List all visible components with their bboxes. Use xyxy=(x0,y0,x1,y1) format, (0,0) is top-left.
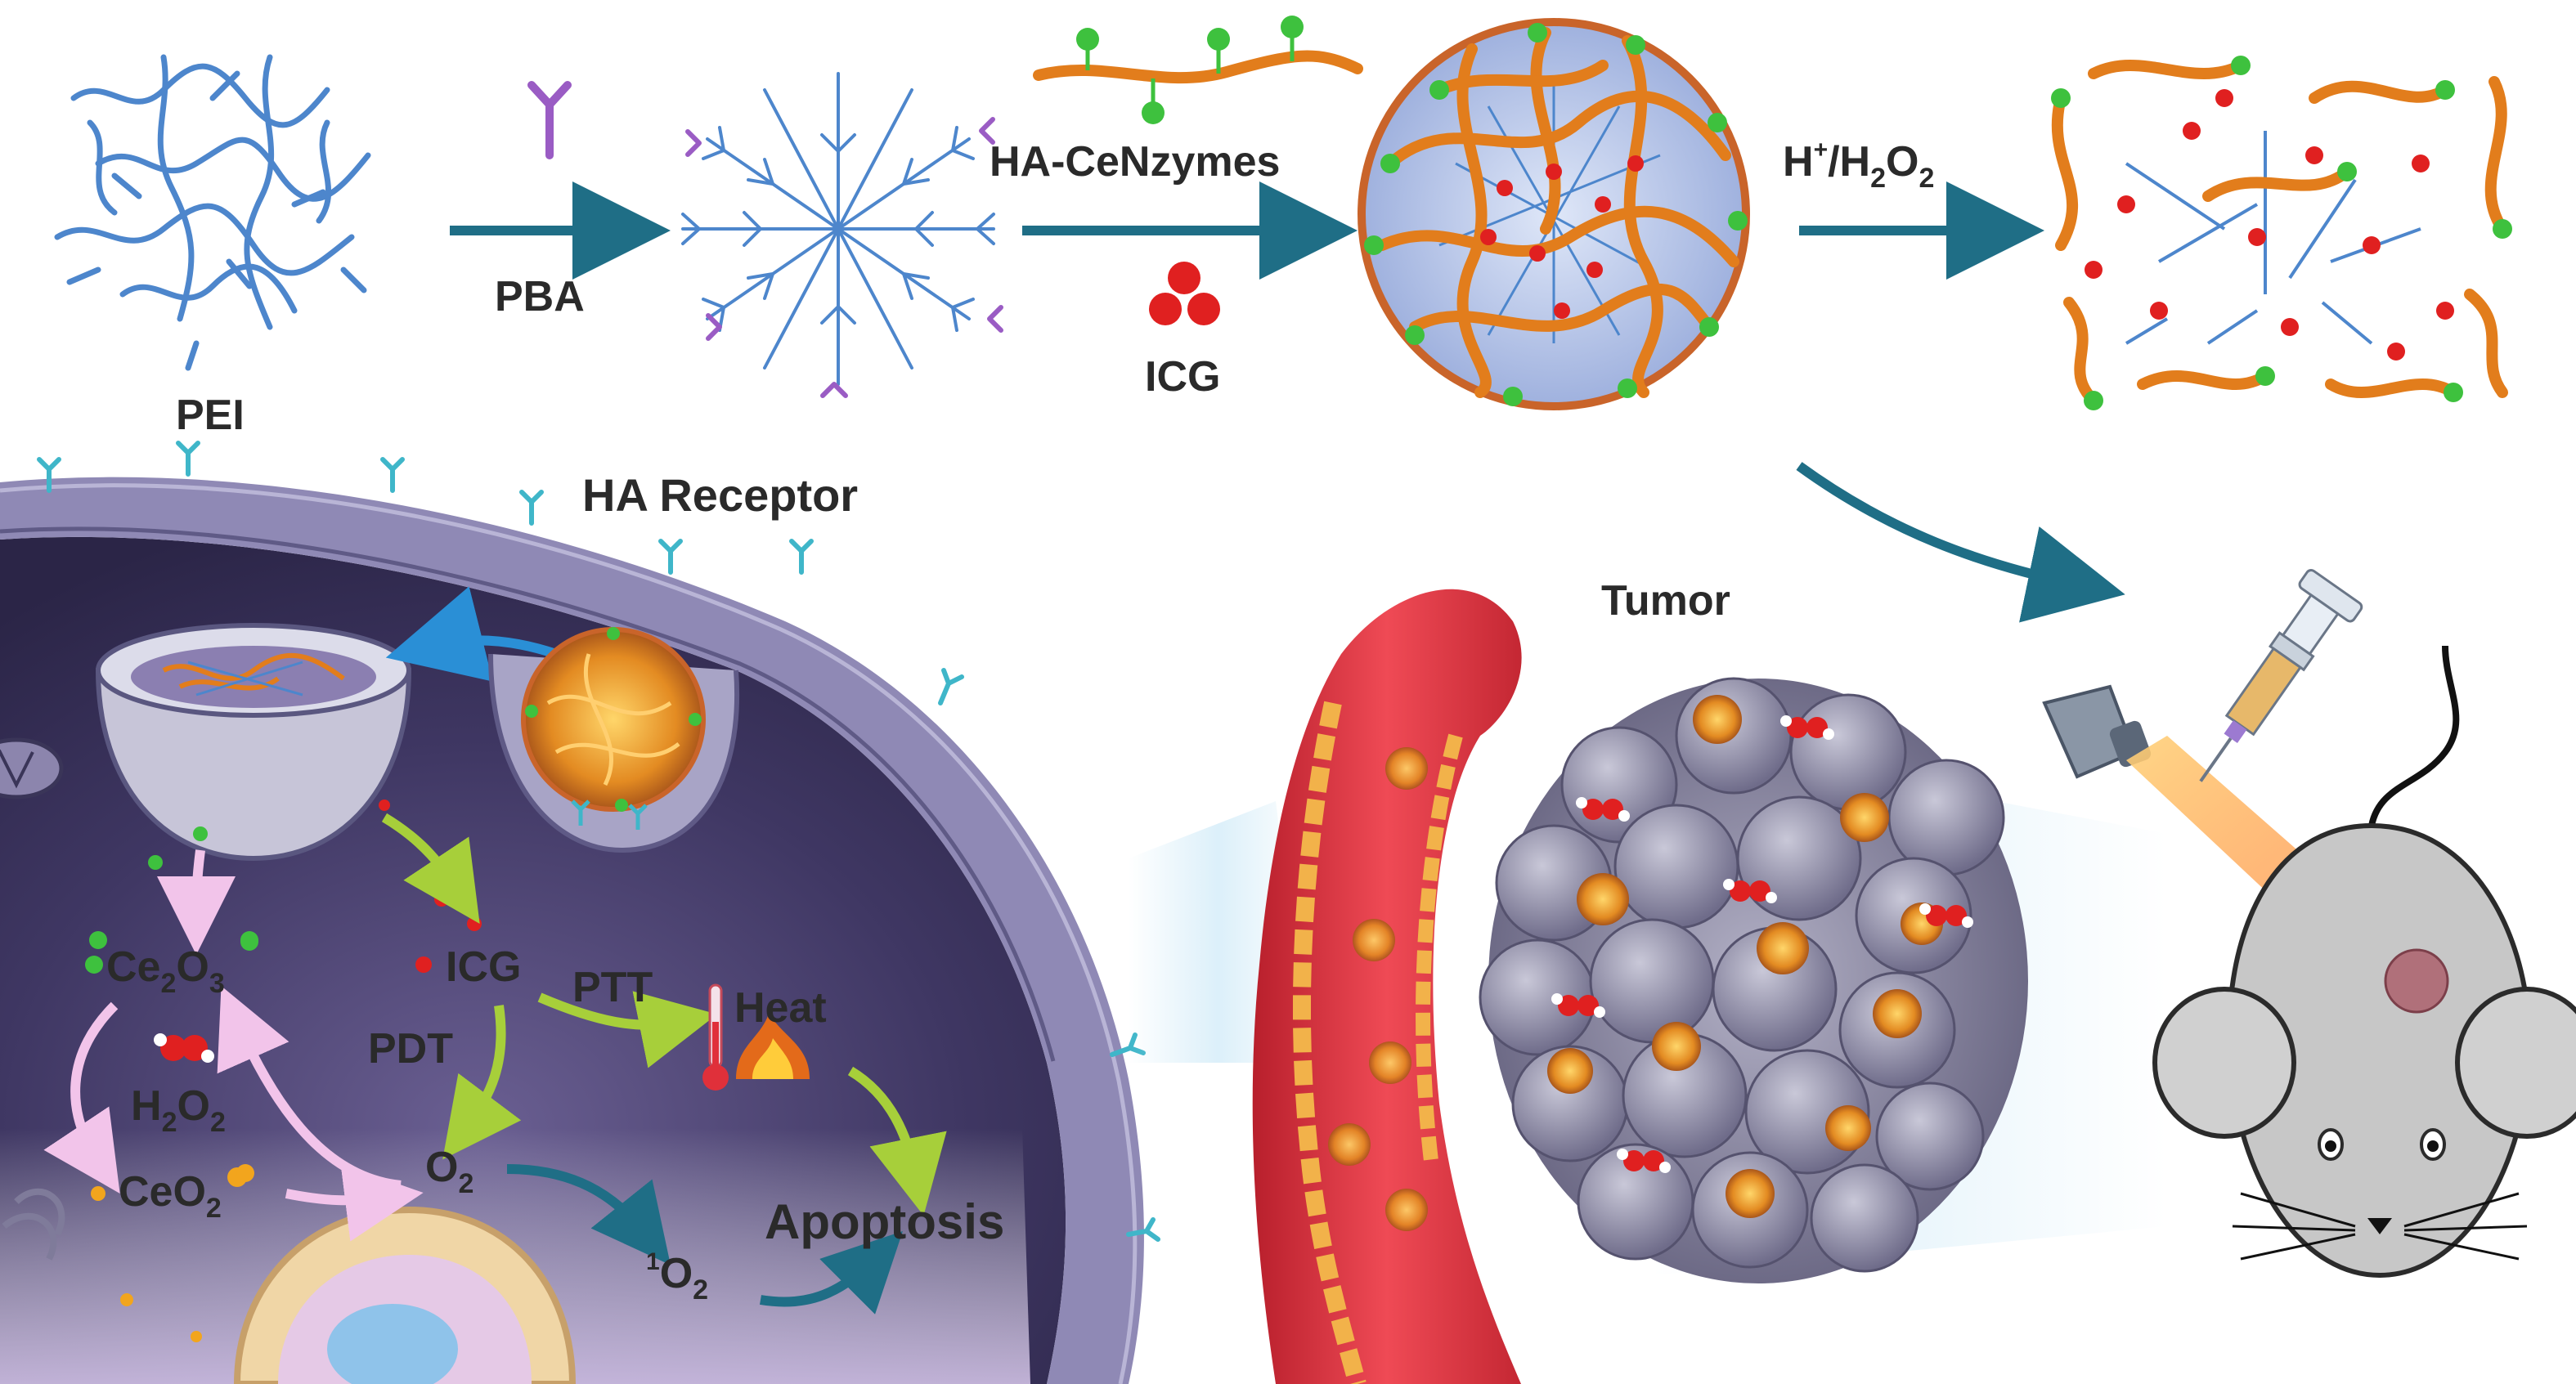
arrow-singlet-to-apoptosis xyxy=(760,1231,903,1315)
cell-membrane xyxy=(0,477,1144,1384)
tumor-mass xyxy=(1479,677,2028,1283)
icg-cell-label: ICG xyxy=(446,943,521,991)
ha-receptor-label: HA Receptor xyxy=(582,469,858,521)
ha-cenzymes-label: HA-CeNzymes xyxy=(990,138,1280,186)
endosome xyxy=(95,623,412,862)
trigger-plus: + xyxy=(1814,137,1829,163)
arrow-ceo2-to-o2 xyxy=(285,1163,424,1242)
singlet-o2-label: 1O2 xyxy=(646,1248,708,1306)
pba-ends xyxy=(685,117,1003,398)
o2-sub: 2 xyxy=(458,1168,473,1199)
disassembled-fragments xyxy=(2051,56,2512,410)
trigger-sub-2b: 2 xyxy=(1919,163,1934,194)
ce2o3-ce: Ce xyxy=(106,943,160,991)
nucleus xyxy=(233,1206,577,1384)
arrow-icg-to-heat xyxy=(537,991,718,1068)
arrow-o2-to-singlet xyxy=(506,1164,671,1265)
laser-device xyxy=(2042,684,2152,779)
icg-dot xyxy=(415,956,432,973)
trigger-sub-2a: 2 xyxy=(1870,163,1886,194)
singlet-o2-sup: 1 xyxy=(646,1248,660,1275)
ce2o3-sub1: 2 xyxy=(160,968,176,999)
membrane-invagination xyxy=(488,627,740,853)
ha-cenzymes-chain-icon xyxy=(1033,16,1363,124)
ceo2-dot xyxy=(236,1164,254,1182)
ceo2-sub: 2 xyxy=(206,1193,222,1224)
h2o2-molecule-icon xyxy=(154,1033,214,1063)
trigger-o: O xyxy=(1886,138,1919,186)
ceo2-label: CeO2 xyxy=(119,1168,222,1224)
h2o2-h: H xyxy=(131,1082,162,1130)
pdt-label: PDT xyxy=(368,1025,453,1073)
pei-label: PEI xyxy=(176,392,245,439)
o2-o: O xyxy=(425,1144,458,1191)
arrow-endosome-to-ce2o3 xyxy=(157,849,236,955)
heat-label: Heat xyxy=(734,984,827,1032)
ce2o3-o: O xyxy=(176,943,209,991)
singlet-o2-o: O xyxy=(660,1250,693,1297)
endoplasmic-reticulum xyxy=(2,1188,65,1261)
mouse xyxy=(2152,645,2576,1279)
ce2o3-dot-right xyxy=(240,933,258,951)
ceo2-ceo: CeO xyxy=(119,1168,206,1216)
arrow-internalization xyxy=(385,586,558,682)
o2-label: O2 xyxy=(425,1144,473,1199)
arrow-endosome-to-icg xyxy=(381,813,480,924)
flame-icon xyxy=(736,1014,810,1079)
tumor-h2o2-molecules xyxy=(1551,715,1973,1173)
thermometer-icon xyxy=(702,983,729,1091)
apoptosis-label: Apoptosis xyxy=(765,1194,1004,1249)
arrow-heat-to-apoptosis xyxy=(847,1066,947,1216)
h2o2-o: O xyxy=(177,1082,209,1130)
pei-pba-dendrimer xyxy=(681,72,995,386)
syringe xyxy=(2199,568,2363,782)
trigger-slash: /H xyxy=(1828,138,1870,186)
cell xyxy=(0,441,1160,1384)
arrow-ce2o3-to-ceo2 xyxy=(43,1001,120,1194)
trigger-h: H xyxy=(1783,138,1814,186)
trigger-label: H+/H2O2 xyxy=(1783,137,1934,194)
pba-icon xyxy=(527,81,572,159)
blood-vessel xyxy=(1252,589,1522,1384)
singlet-o2-sub: 2 xyxy=(693,1274,708,1306)
h2o2-sub1: 2 xyxy=(162,1107,177,1138)
assembled-nanosphere xyxy=(1358,18,1750,410)
icg-top-label: ICG xyxy=(1145,353,1220,401)
ce2o3-sub2: 3 xyxy=(209,968,225,999)
arrow-to-mouse xyxy=(1796,462,2125,623)
ce2o3-dot-left xyxy=(85,956,103,974)
mitochondrion xyxy=(0,737,64,799)
mouse-tumor xyxy=(2384,948,2449,1014)
tumor-label: Tumor xyxy=(1601,577,1730,625)
pei-polymer xyxy=(54,54,371,371)
h2o2-label: H2O2 xyxy=(131,1082,226,1138)
pba-label: PBA xyxy=(495,273,585,320)
h2o2-sub2: 2 xyxy=(210,1107,226,1138)
icg-molecule-icon xyxy=(1149,262,1220,325)
arrow-icg-to-o2 xyxy=(442,1005,522,1160)
ce2o3-label: Ce2O3 xyxy=(106,943,225,999)
ptt-label: PTT xyxy=(572,964,653,1011)
